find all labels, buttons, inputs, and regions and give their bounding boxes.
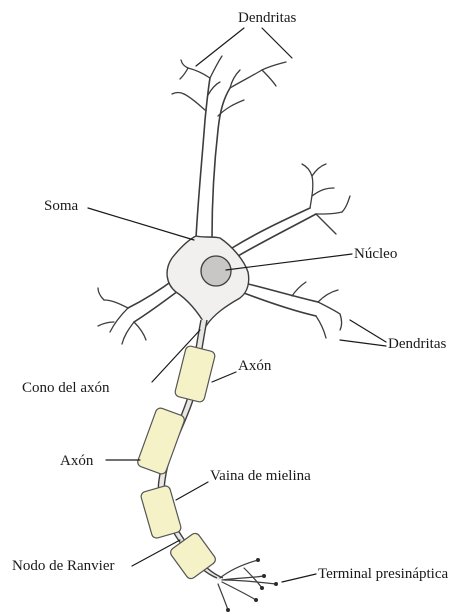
label-dendritas-top: Dendritas: [238, 10, 296, 26]
myelin-segment: [174, 345, 216, 403]
label-dendritas-right: Dendritas: [388, 336, 446, 352]
myelin-segment: [140, 485, 182, 539]
leader-nucleo: [226, 254, 352, 270]
dendrites-left: [98, 278, 182, 344]
leader-vaina-mielina: [176, 482, 208, 500]
label-axon-upper: Axón: [238, 358, 272, 374]
label-vaina-mielina: Vaina de mielina: [210, 468, 311, 484]
leader-axon-upper: [212, 372, 236, 382]
dendrites-right: [236, 282, 342, 338]
myelin-sheath: [136, 345, 217, 580]
axon-terminals: [218, 558, 278, 612]
label-terminal: Terminal presináptica: [318, 566, 448, 582]
dendrites-upper-right: [232, 164, 350, 256]
label-soma: Soma: [44, 198, 79, 214]
leader-terminal: [282, 574, 316, 582]
myelin-segment: [136, 407, 185, 476]
label-nodo-ranvier: Nodo de Ranvier: [12, 558, 114, 574]
label-axon-left: Axón: [60, 453, 94, 469]
nucleus: [201, 256, 231, 286]
label-nucleo: Núcleo: [354, 246, 397, 262]
leader-dendritas-right-2: [340, 340, 386, 346]
leader-dendritas-right-1: [350, 320, 386, 342]
dendrites-top: [172, 56, 286, 238]
label-cono-axon: Cono del axón: [22, 380, 110, 396]
leader-soma: [88, 208, 194, 240]
leader-dendritas-top-2: [262, 28, 292, 58]
